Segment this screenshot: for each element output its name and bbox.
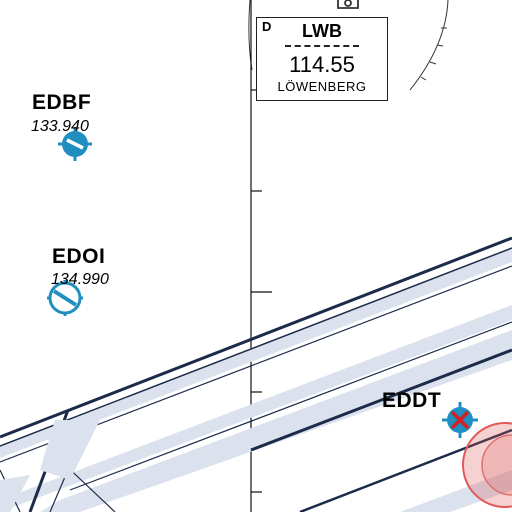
airport-label-edoi[interactable]: EDOI xyxy=(52,245,106,268)
airway-fill-patch-2 xyxy=(0,475,30,512)
vor-dme-icon[interactable] xyxy=(337,0,359,9)
airport-label-edbf[interactable]: EDBF xyxy=(32,91,92,114)
airway-fill-patch xyxy=(40,420,100,480)
restricted-zone[interactable] xyxy=(462,422,512,508)
vor-designator: D xyxy=(262,19,272,34)
vor-ident: LWB xyxy=(302,21,342,41)
airport-frequency-edbf: 133.940 xyxy=(31,118,89,135)
airport-icon[interactable] xyxy=(47,280,83,316)
airport-label-eddt[interactable]: EDDT xyxy=(382,389,442,412)
airway-band-upper[interactable] xyxy=(0,236,512,463)
airport-closed-icon[interactable] xyxy=(442,402,478,438)
airway-band-lower[interactable] xyxy=(0,305,512,512)
airport-icon[interactable] xyxy=(58,127,92,161)
vor-info-box[interactable]: D LWB 114.55 LÖWENBERG xyxy=(256,17,388,101)
vor-morse-code xyxy=(285,45,359,47)
vor-frequency: 114.55 xyxy=(289,52,355,77)
vor-name: LÖWENBERG xyxy=(277,79,367,94)
airport-frequency-edoi: 134.990 xyxy=(51,271,109,288)
